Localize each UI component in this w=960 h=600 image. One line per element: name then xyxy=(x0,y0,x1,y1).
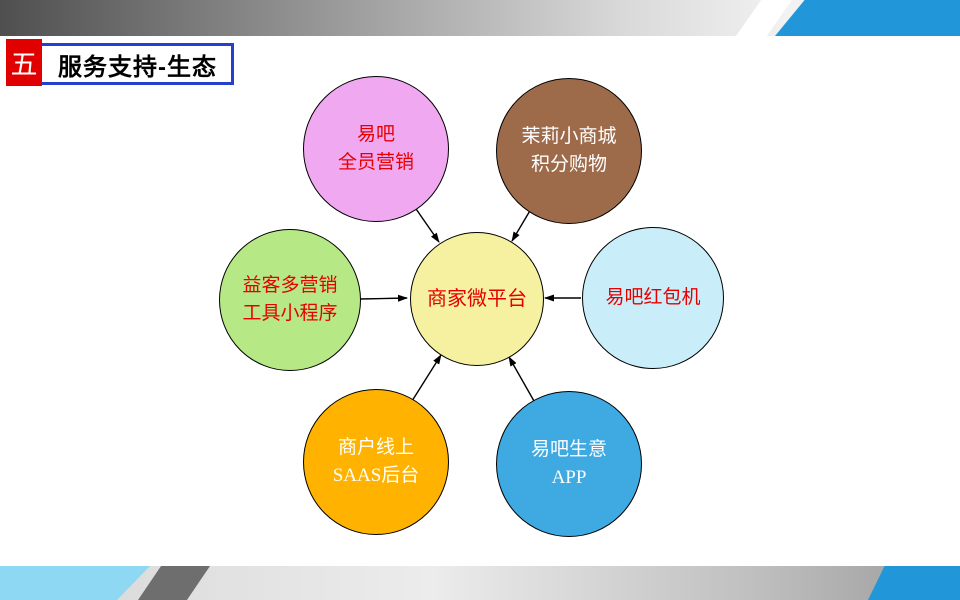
node-label-line1: 商家微平台 xyxy=(427,287,527,310)
node-label-line2: 积分购物 xyxy=(530,154,607,175)
node-label-line1: 茉莉小商城 xyxy=(521,126,617,148)
node-merchant-online-saas-backend: 商户线上 SAAS后台 xyxy=(303,389,449,535)
slide-title: 服务支持-生态 xyxy=(58,53,217,81)
node-label-line1: 易吧红包机 xyxy=(605,287,701,309)
bottom-cyan-shape xyxy=(0,566,150,600)
arrow-business-app-to-center xyxy=(508,356,535,402)
node-yiba-red-packet-machine: 易吧红包机 xyxy=(582,227,724,369)
node-label-line1: 易吧 xyxy=(356,124,395,146)
top-blue-accent-shape xyxy=(775,0,960,36)
bottom-banner xyxy=(0,566,960,600)
bottom-dark-wedge-shape xyxy=(138,566,210,600)
section-number: 五 xyxy=(10,50,38,80)
bottom-blue-accent-shape xyxy=(868,566,960,600)
arrow-saas-backend-to-center xyxy=(411,354,442,402)
slide-title-box: 服务支持-生态 xyxy=(39,43,234,85)
node-label-line2: SAAS后台 xyxy=(332,465,420,486)
node-label-line2: APP xyxy=(551,467,587,488)
node-yiba-all-staff-marketing: 易吧 全员营销 xyxy=(303,76,449,222)
node-label-line1: 商户线上 xyxy=(337,437,414,459)
node-label-line2: 工具小程序 xyxy=(242,303,338,324)
arrow-jasmine-mall-to-center xyxy=(511,208,532,242)
top-banner xyxy=(0,0,960,36)
node-label-line2: 全员营销 xyxy=(337,152,414,173)
section-number-badge: 五 xyxy=(6,39,42,86)
node-jasmine-mall-points-shopping: 茉莉小商城 积分购物 xyxy=(496,78,642,224)
arrow-all-staff-marketing-to-center xyxy=(413,205,440,243)
arrow-mini-program-to-center xyxy=(359,294,408,302)
node-label-line1: 易吧生意 xyxy=(530,439,607,461)
node-yiba-business-app: 易吧生意 APP xyxy=(496,391,642,537)
node-yikeduo-marketing-mini-program: 益客多营销 工具小程序 xyxy=(219,229,361,371)
node-merchant-micro-platform: 商家微平台 xyxy=(410,232,544,366)
node-label-line1: 益客多营销 xyxy=(242,275,338,297)
